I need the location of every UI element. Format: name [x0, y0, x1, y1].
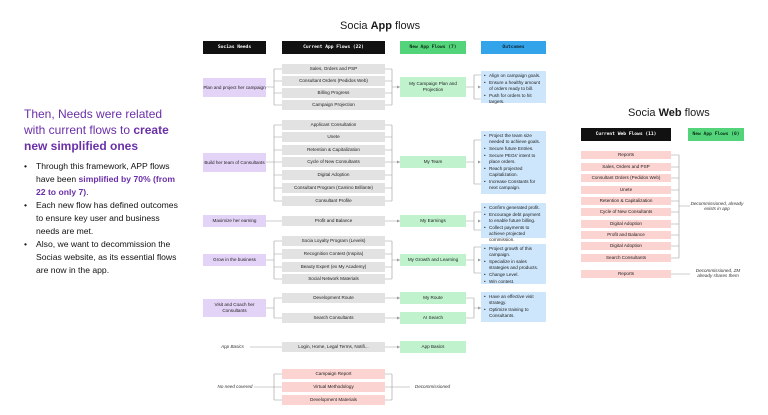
need-item: Plan and project her campaign — [203, 78, 266, 97]
current-flow-item: Social Network Materials — [282, 274, 385, 284]
current-flow-item: Login, Home, Legal Terms, Notifi... — [282, 342, 385, 352]
current-flow-item: Beauty Expert (ex My Academy) — [282, 262, 385, 272]
web-flows-title: Socia Web flows — [628, 107, 710, 119]
left-bullets: Through this framework, APP flows have b… — [24, 160, 182, 277]
new-flow-item: My Team — [400, 156, 466, 168]
decommissioned-label: Decommissioned — [414, 384, 451, 389]
new-flow-item: My Campaign Plan and Projection — [400, 77, 466, 97]
web-flow-item: Reports — [581, 151, 671, 159]
header-web-current-flows: Current Web Flows (11) — [581, 128, 671, 141]
current-flow-item: Recognition Contest (Inspira) — [282, 249, 385, 259]
header-current-flows: Current App Flows (22) — [282, 41, 385, 54]
new-flow-item: App Basics — [400, 341, 466, 353]
decommissioned-flow-item: Campaign Report — [282, 369, 385, 379]
need-item: Grow in the business — [203, 254, 266, 266]
header-web-new-flows: New App Flows (0) — [688, 128, 744, 141]
new-flow-item: My Earnings — [400, 215, 466, 227]
current-flow-item: Sales, Orders and PSP — [282, 64, 385, 74]
current-flow-item: Consultant Program (Camino Brillante) — [282, 183, 385, 193]
header-needs: Socias Needs — [203, 41, 266, 54]
web-note-a: Decommissioned, already exists in app — [690, 201, 744, 211]
web-flow-item: Unete — [581, 186, 671, 194]
new-flow-item: AI Search — [400, 312, 466, 324]
left-heading: Then, Needs were related with current fl… — [24, 107, 169, 153]
web-flow-item: Reports — [581, 270, 671, 278]
header-outcomes: Outcomes — [481, 41, 546, 54]
decommissioned-flow-item: Development Materials — [282, 395, 385, 405]
current-flow-item: Socia Loyalty Program (Levels) — [282, 236, 385, 246]
outcome-box: Align on campaign goals.Ensure a healthy… — [481, 71, 546, 104]
new-flow-item: My Route — [400, 292, 466, 304]
current-flow-item: Billing Progress — [282, 88, 385, 98]
current-flow-item: Consultant Profile — [282, 196, 385, 206]
web-flow-item: Digital Adoption — [581, 220, 671, 228]
app-basics-label: App Basics — [221, 344, 244, 349]
web-note-b: Decommissioned, ZM already shares them — [695, 268, 741, 278]
need-item: Visit and Coach her Consultants — [203, 299, 266, 317]
bullet-item: Each new flow has defined outcomes to en… — [24, 199, 182, 238]
current-flow-item: Retention & Capitalization — [282, 145, 385, 155]
current-flow-item: Cycle of New Consultants — [282, 157, 385, 167]
need-item: Maximize her earning — [203, 215, 266, 227]
current-flow-item: Campaign Projection — [282, 100, 385, 110]
web-flow-item: Digital Adoption — [581, 242, 671, 250]
current-flow-item: Search Consultants — [282, 313, 385, 323]
web-flow-item: Cycle of New Consultants — [581, 208, 671, 216]
web-flow-item: Retention & Capitalization — [581, 197, 671, 205]
bullet-item: Through this framework, APP flows have b… — [24, 160, 182, 199]
new-flow-item: My Growth and Learning — [400, 254, 466, 266]
need-item: Build her team of Consultants — [203, 153, 266, 172]
bullet-item: Also, we want to decommission the Socias… — [24, 238, 182, 277]
outcome-box: Confirm generated profit.Encourage debt … — [481, 203, 546, 242]
current-flow-item: Profit and Balance — [282, 216, 385, 226]
current-flow-item: Consultant Orders (Pedidos Web) — [282, 76, 385, 86]
current-flow-item: Unete — [282, 132, 385, 142]
header-new-flows: New App Flows (7) — [400, 41, 466, 54]
outcome-box: Have an effective visit strategy.Optimiz… — [481, 292, 546, 322]
current-flow-item: Development Route — [282, 293, 385, 303]
outcome-box: Project the team size needed to achieve … — [481, 131, 546, 194]
web-flow-item: Profit and Balance — [581, 231, 671, 239]
current-flow-item: Applicant Consultation — [282, 120, 385, 130]
web-flow-item: Search Consultants — [581, 254, 671, 262]
current-flow-item: Digital Adoption — [282, 170, 385, 180]
outcome-box: Project growth of this campaign.Speciali… — [481, 244, 546, 285]
no-need-label: No need covered — [217, 384, 253, 389]
web-flow-item: Sales, Orders and PSP — [581, 163, 671, 171]
web-flow-item: Consultant Orders (Pedidos Web) — [581, 174, 671, 182]
decommissioned-flow-item: Virtual Methodology — [282, 382, 385, 392]
